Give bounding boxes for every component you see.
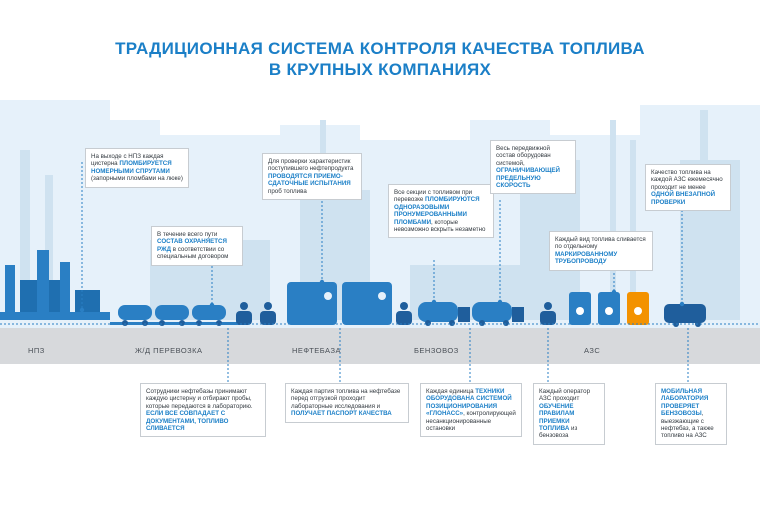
info-text: Для проверки характеристик поступившего … <box>268 158 354 173</box>
info-text: Все секции с топливом при перевозке <box>394 189 473 204</box>
info-highlight: маркированному трубопроводу <box>555 250 618 266</box>
info-text: Каждый оператор АЗС проходит <box>539 388 591 403</box>
connector-dots <box>79 279 685 313</box>
info-text: из бензовоза <box>539 425 578 440</box>
connector-lines <box>81 162 689 383</box>
depot-tanks <box>287 282 392 325</box>
info-box-check: Для проверки характеристик поступившего … <box>262 153 362 201</box>
info-highlight: пломбируется номерными спрутами <box>91 160 172 175</box>
info-box-pipeline: Каждый вид топлива сливается по отдельно… <box>549 231 653 271</box>
stage-label-rail: Ж/Д ПЕРЕВОЗКА <box>135 346 203 355</box>
info-box-batch: Каждая партия топлива на нефтебазе перед… <box>285 383 409 423</box>
page-title: ТРАДИЦИОННАЯ СИСТЕМА КОНТРОЛЯ КАЧЕСТВА Т… <box>0 38 760 80</box>
info-box-glonass: Каждая единица техники оборудована систе… <box>420 383 522 438</box>
info-highlight: техники оборудована системой позициониро… <box>426 388 512 418</box>
truck-worker <box>396 302 412 325</box>
stage-label-truck: БЕНЗОВОЗ <box>414 346 459 355</box>
info-text: (запорными пломбами на люке) <box>91 175 183 183</box>
fuel-trucks <box>418 302 524 326</box>
info-highlight: проводятся приемо-сдаточные испытания <box>268 172 351 188</box>
info-text: На выходе с НПЗ каждая цистерна <box>91 153 164 168</box>
refinery <box>0 250 110 320</box>
info-text: проб топлива <box>268 187 307 195</box>
info-highlight: Если все совпадает с документами, топлив… <box>146 410 229 433</box>
fuel-pumps <box>569 292 649 325</box>
depot-workers <box>236 302 276 325</box>
info-text: , которые невозможно вскрыть незаметно <box>394 218 486 234</box>
info-box-npz: На выходе с НПЗ каждая цистерна пломбиру… <box>85 148 189 188</box>
rail-wagons <box>110 305 240 326</box>
info-highlight: получает паспорт качества <box>291 410 392 418</box>
info-text: в соответствии со специальным договором <box>157 245 229 261</box>
info-box-inspection: Качество топлива на каждой АЗС ежемесячн… <box>645 164 731 212</box>
info-box-operator: Каждый оператор АЗС проходит обучение пр… <box>533 383 605 445</box>
title-line-2: В КРУПНЫХ КОМПАНИЯХ <box>268 60 492 79</box>
stage-label-depot: НЕФТЕБАЗА <box>292 346 341 355</box>
info-highlight: состав охраняется РЖД <box>157 238 227 253</box>
road-band <box>0 328 760 364</box>
stage-label-station: АЗС <box>584 346 601 355</box>
info-box-lab: Мобильная лаборатория проверяет бензовоз… <box>655 383 727 445</box>
info-highlight: обучение правилам приемки топлива <box>539 402 575 433</box>
info-text: Сотрудники нефтебазы принимают каждую ци… <box>146 388 253 410</box>
info-text: Весь передвижной состав оборудован систе… <box>496 145 551 167</box>
info-highlight: одной внезапной проверки <box>651 191 716 206</box>
info-text: , контролирующей несанкционированные ост… <box>426 410 516 433</box>
stage-label-npz: НПЗ <box>28 346 45 355</box>
station-worker <box>540 302 556 325</box>
info-box-depot-staff: Сотрудники нефтебазы принимают каждую ци… <box>140 383 266 438</box>
title-line-1: ТРАДИЦИОННАЯ СИСТЕМА КОНТРОЛЯ КАЧЕСТВА Т… <box>115 39 645 58</box>
info-text: Каждая партия топлива на нефтебазе перед… <box>291 388 401 410</box>
info-text: Каждый вид топлива сливается по отдельно… <box>555 236 646 251</box>
info-box-rail: В течение всего пути состав охраняется Р… <box>151 226 243 266</box>
info-box-equipment: Весь передвижной состав оборудован систе… <box>490 140 576 195</box>
info-highlight: Мобильная лаборатория проверяет бензовоз… <box>661 388 709 418</box>
info-box-sections: Все секции с топливом при перевозке плом… <box>388 184 494 239</box>
info-text: В течение всего пути <box>157 231 218 238</box>
info-highlight: ограничивающей предельную скорость <box>496 167 560 190</box>
info-text: , выезжающие с нефтебаз, а также топливо… <box>661 410 714 440</box>
info-highlight: пломбируются одноразовыми пронумерованны… <box>394 196 480 226</box>
info-text: Качество топлива на каждой АЗС ежемесячн… <box>651 169 723 191</box>
info-text: Каждая единица <box>426 388 476 395</box>
